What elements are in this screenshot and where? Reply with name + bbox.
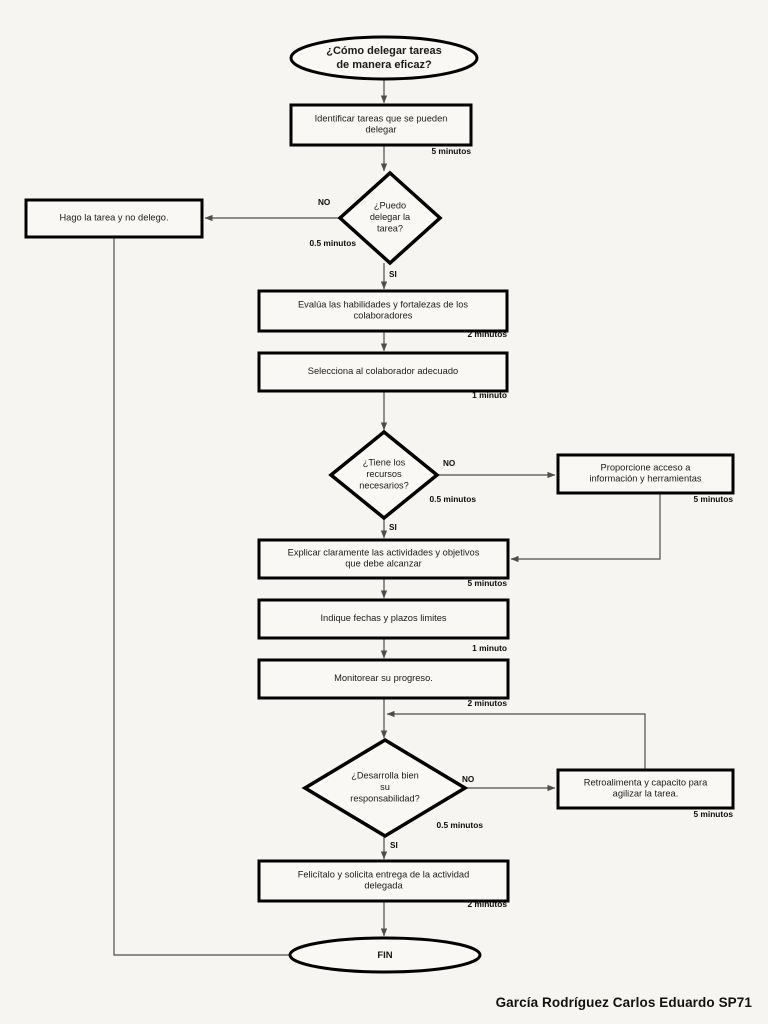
node-selecciona-colaborador: Selecciona al colaborador adecuado bbox=[257, 351, 509, 393]
node-label-evalua-habilidades: Evalúa las habilidades y fortalezas de l… bbox=[298, 300, 468, 321]
duration-label-puedo-delegar: 0.5 minutos bbox=[309, 238, 356, 248]
duration-label-monitorear-progreso: 2 minutos bbox=[467, 698, 507, 708]
duration-label-selecciona-colaborador: 1 minuto bbox=[472, 390, 507, 400]
node-evalua-habilidades: Evalúa las habilidades y fortalezas de l… bbox=[257, 289, 509, 333]
node-hago-tarea: Hago la tarea y no delego. bbox=[24, 198, 204, 239]
node-shape-rect bbox=[257, 859, 510, 903]
labels-layer: 5 minutos 0.5 minutos 2 minutos 1 minuto 0.5… bbox=[309, 146, 733, 909]
duration-label-evalua-habilidades: 2 minutos bbox=[467, 329, 507, 339]
node-monitorear-progreso: Monitorear su progreso. bbox=[257, 658, 510, 700]
branch-label-si-desarrolla-bien: SI bbox=[390, 841, 398, 850]
node-shape-rect bbox=[257, 289, 509, 333]
duration-label-felicitalo: 2 minutos bbox=[467, 899, 507, 909]
node-label-felicitalo: Felicítalo y solicita entrega de la acti… bbox=[298, 870, 470, 891]
duration-label-proporcione-acceso: 5 minutos bbox=[693, 494, 733, 504]
node-indique-fechas: Indique fechas y plazos limites bbox=[257, 598, 510, 640]
node-fin: FIN bbox=[288, 936, 482, 974]
node-shape-ellipse bbox=[289, 35, 479, 81]
node-shape-rect bbox=[257, 658, 510, 700]
node-shape-rect bbox=[24, 198, 204, 239]
node-shape-diamond bbox=[337, 170, 443, 266]
edge-proporcione-back-to-explicar bbox=[510, 493, 661, 563]
node-shape-rect bbox=[556, 768, 735, 810]
node-shape-diamond bbox=[301, 737, 469, 839]
node-explicar-actividades: Explicar claramente las actividades y ob… bbox=[257, 538, 510, 580]
node-shape-ellipse bbox=[288, 936, 482, 974]
author-signature: García Rodríguez Carlos Eduardo SP71 bbox=[495, 995, 752, 1010]
node-label-fin: FIN bbox=[377, 950, 392, 961]
branch-label-si-tiene-recursos: SI bbox=[389, 523, 397, 532]
duration-label-desarrolla-bien: 0.5 minutos bbox=[436, 820, 483, 830]
branch-label-no-tiene-recursos: NO bbox=[443, 459, 456, 468]
branch-label-si-puedo-delegar: SI bbox=[389, 270, 397, 279]
node-label-hago-tarea: Hago la tarea y no delego. bbox=[59, 213, 168, 223]
node-label-explicar-actividades: Explicar claramente las actividades y ob… bbox=[288, 548, 480, 569]
node-shape-diamond bbox=[328, 429, 440, 521]
node-label-indique-fechas: Indique fechas y plazos limites bbox=[320, 613, 446, 623]
edge-retroalimenta-back-to-monitorear bbox=[386, 710, 646, 770]
branch-label-no-desarrolla-bien: NO bbox=[462, 775, 475, 784]
duration-label-tiene-recursos: 0.5 minutos bbox=[429, 494, 476, 504]
duration-label-identificar: 5 minutos bbox=[431, 146, 471, 156]
node-shape-rect bbox=[257, 598, 510, 640]
duration-label-explicar-actividades: 5 minutos bbox=[467, 578, 507, 588]
node-shape-rect bbox=[289, 103, 473, 147]
edge-hago-to-fin bbox=[113, 237, 291, 956]
node-shape-rect bbox=[257, 538, 510, 580]
node-shape-rect bbox=[556, 453, 735, 495]
edges-layer bbox=[113, 79, 661, 956]
duration-label-retroalimenta: 5 minutos bbox=[693, 809, 733, 819]
node-label-monitorear-progreso: Monitorear su progreso. bbox=[334, 673, 433, 683]
branch-label-no-puedo-delegar: NO bbox=[318, 198, 331, 207]
node-shape-rect bbox=[257, 351, 509, 393]
duration-label-indique-fechas: 1 minuto bbox=[472, 643, 507, 653]
node-label-selecciona-colaborador: Selecciona al colaborador adecuado bbox=[308, 366, 458, 376]
node-felicitalo: Felicítalo y solicita entrega de la acti… bbox=[257, 859, 510, 903]
